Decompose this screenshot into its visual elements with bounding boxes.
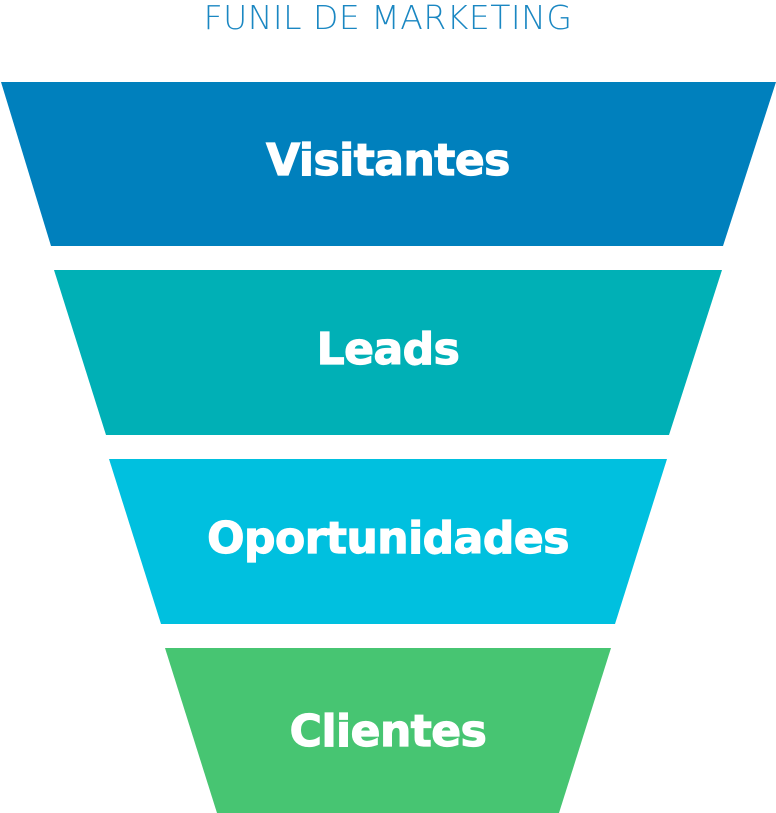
funnel-stage-visitantes-shape: [1, 82, 776, 246]
funnel-stage-leads-shape: [54, 270, 722, 435]
funnel-stage-leads-label: Leads: [317, 324, 460, 375]
funnel-stage-clientes-shape: [165, 648, 611, 813]
funnel-stage-oportunidades-label: Oportunidades: [207, 513, 569, 564]
funnel-stage-clientes-label: Clientes: [290, 706, 487, 757]
funnel-stage-visitantes: Visitantes: [1, 82, 776, 246]
funnel-stage-clientes: Clientes: [165, 648, 611, 813]
funnel-stage-leads: Leads: [54, 270, 722, 435]
funnel-stage-visitantes-label: Visitantes: [266, 135, 510, 186]
funnel-stage-oportunidades-shape: [109, 459, 667, 624]
diagram-title: FUNIL DE MARKETING: [203, 0, 573, 37]
funnel-stage-oportunidades: Oportunidades: [109, 459, 667, 624]
